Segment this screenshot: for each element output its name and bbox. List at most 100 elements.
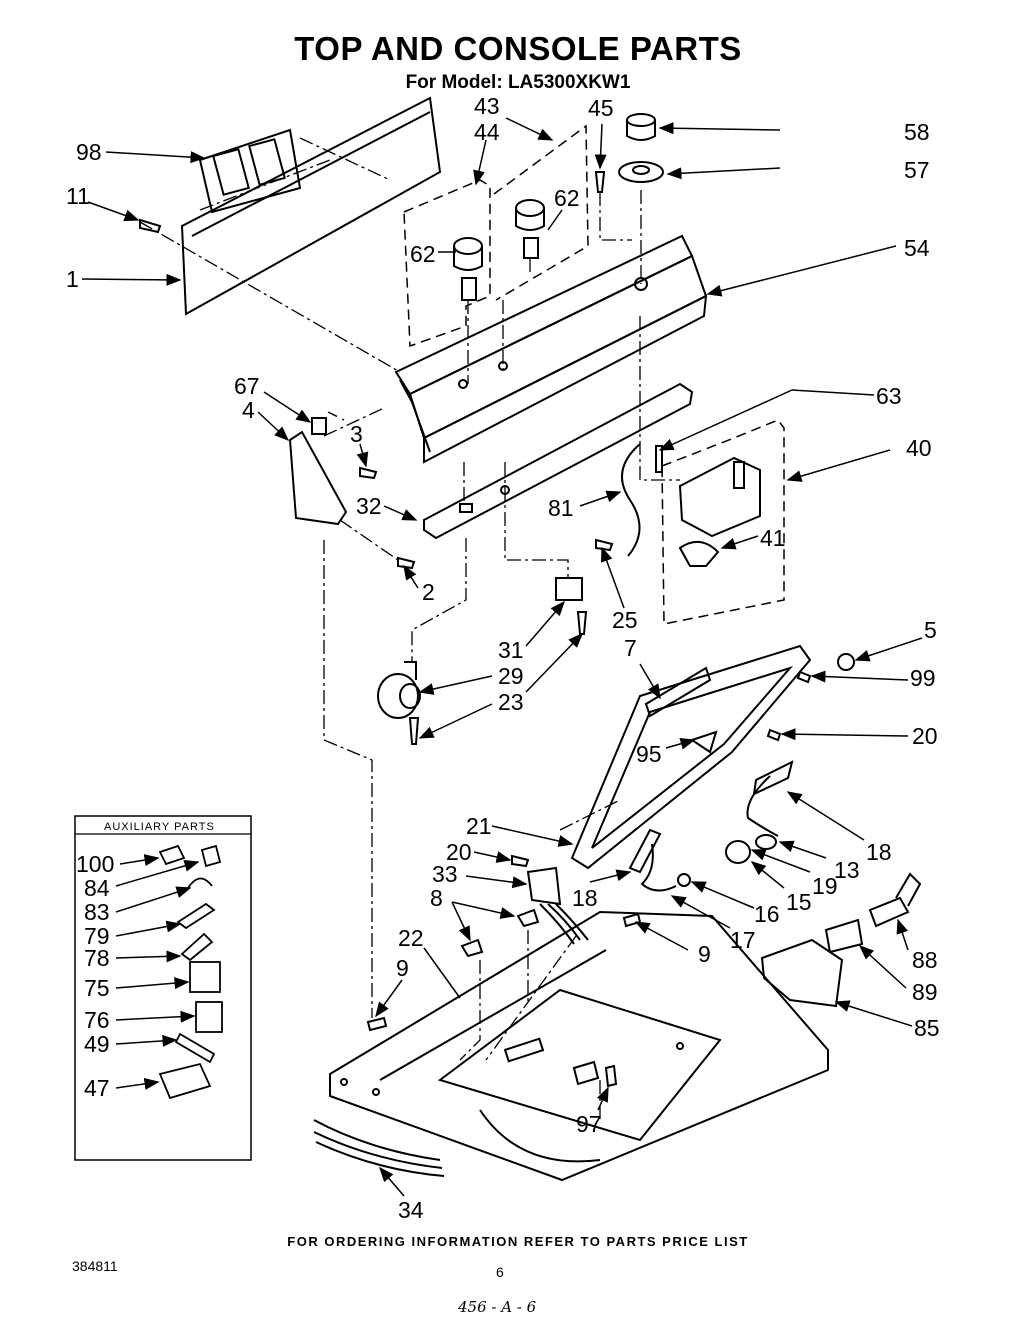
callout-33: 33 [432,861,458,887]
ordering-footer: FOR ORDERING INFORMATION REFER TO PARTS … [287,1234,749,1249]
part-81-wire [621,443,641,557]
part-25-screw [595,538,614,552]
callout-23a: 23 [498,689,524,715]
callout-63: 63 [876,383,902,409]
aux-callout-83: 83 [84,899,110,925]
part-4-endcap [288,417,348,526]
callout-13: 13 [834,857,860,883]
callout-20b: 20 [446,839,472,865]
callout-1: 1 [66,266,79,292]
part-18-switch-right [746,760,794,837]
part-3-screw [359,466,378,480]
callout-8: 8 [430,885,443,911]
part-9-clip-a [622,912,642,928]
callout-4: 4 [242,397,255,423]
part-2-screw [397,556,416,570]
part-15 [725,840,751,864]
part-23-screw-b [408,717,420,745]
callout-54: 54 [904,235,930,261]
aux-leader-lines [115,854,200,1090]
handwritten-note: 456 - A - 6 [458,1298,537,1316]
callout-40: 40 [906,435,932,461]
callout-85: 85 [914,1015,940,1041]
part-8-clip-a [460,938,484,958]
callout-57: 57 [904,157,930,183]
part-8-clip-b [516,908,540,928]
callout-95: 95 [636,741,662,767]
part-1-panel [180,96,442,316]
part-23-screw-a [576,611,588,635]
callout-67: 67 [234,373,260,399]
part-5-bumper [837,653,855,671]
part-9-clip-b [366,1016,388,1032]
callout-2: 2 [422,579,435,605]
part-22-top [329,910,829,1182]
document-number: 384811 [72,1258,118,1274]
bracket-43 [493,124,589,301]
callout-labels: 98 11 1 43 44 45 62 62 58 57 54 67 4 3 3… [66,93,940,1223]
aux-part-drawings [158,844,223,1100]
callout-9b: 9 [698,941,711,967]
callout-32: 32 [356,493,382,519]
part-33-harness [526,866,589,945]
page-number: 6 [496,1264,504,1280]
part-34-wires [313,1119,445,1177]
aux-callout-47: 47 [84,1075,110,1101]
callout-20a: 20 [912,723,938,749]
callout-18a: 18 [866,839,892,865]
part-40-timer [678,456,761,567]
callout-29: 29 [498,663,524,689]
callout-9a: 9 [396,955,409,981]
callout-89: 89 [912,979,938,1005]
callout-16: 16 [754,901,780,927]
callout-15: 15 [786,889,812,915]
assembly-lines [139,137,680,1120]
callout-11: 11 [66,183,90,209]
callout-45: 45 [588,95,614,121]
part-29-motor [377,661,421,719]
part-13 [755,834,777,850]
page-title: TOP AND CONSOLE PARTS [294,30,742,67]
aux-callout-76: 76 [84,1007,110,1033]
part-98-window [198,128,302,214]
callout-31: 31 [498,637,524,663]
callout-3: 3 [350,421,363,447]
aux-callout-78: 78 [84,945,110,971]
bracket-67-4 [327,411,345,421]
model-subtitle: For Model: LA5300XKW1 [405,72,631,93]
part-58-57-knob [618,113,664,183]
part-62-knobs [453,199,545,301]
auxiliary-heading: AUXILIARY PARTS [104,821,215,833]
part-20-screw-a [766,728,782,742]
part-31-switch [555,577,583,601]
callout-19: 19 [812,873,838,899]
part-95-hinge [689,730,718,754]
aux-callout-84: 84 [84,875,110,901]
callout-44: 44 [474,119,500,145]
part-11-screw [139,218,162,234]
callout-25: 25 [612,607,638,633]
callout-98: 98 [76,139,102,165]
callout-41: 41 [760,525,786,551]
auxiliary-parts-box: AUXILIARY PARTS 100 84 83 [74,815,252,1161]
part-7-handle [644,666,712,718]
callout-62a: 62 [410,241,436,267]
callout-18b: 18 [572,885,598,911]
part-97-screw [604,1064,618,1088]
callout-21: 21 [466,813,492,839]
leader-lines [81,117,923,1197]
aux-callout-79: 79 [84,923,110,949]
aux-callout-100: 100 [76,851,114,877]
part-88-actuator [868,872,922,928]
callout-43: 43 [474,93,500,119]
part-99-screw [796,670,812,684]
callout-99: 99 [910,665,936,691]
part-18-switch-left [628,828,691,892]
callout-81: 81 [548,495,574,521]
callout-5: 5 [924,617,937,643]
callout-58: 58 [904,119,930,145]
callout-62b: 62 [554,185,580,211]
callout-22: 22 [398,925,424,951]
callout-34: 34 [398,1197,424,1223]
